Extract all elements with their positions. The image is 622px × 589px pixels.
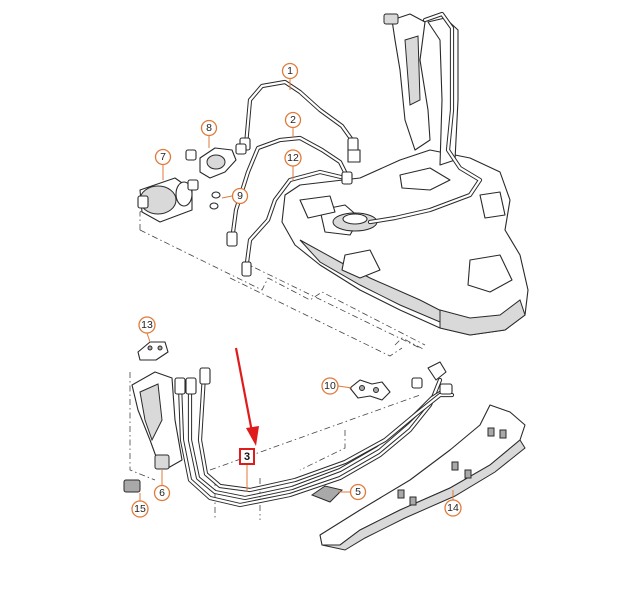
svg-text:5: 5 [355, 486, 361, 498]
assembly-reference-lines [129, 195, 426, 520]
callout-1: 1 [281, 62, 299, 90]
svg-text:9: 9 [237, 190, 243, 202]
svg-text:1: 1 [287, 65, 293, 77]
pad [310, 485, 343, 503]
callout-8: 8 [200, 119, 218, 148]
fuel-filter [137, 177, 199, 223]
callout-9: 9 [221, 187, 249, 205]
svg-text:6: 6 [159, 487, 165, 499]
fuel-tank [281, 149, 529, 336]
svg-text:7: 7 [160, 151, 166, 163]
callout-6: 6 [153, 470, 171, 502]
line-holder [349, 379, 391, 401]
lower-fuel-lines [174, 361, 455, 508]
callout-10: 10 [321, 377, 353, 395]
callout-12: 12 [284, 149, 302, 180]
callout-3-highlighted: 3 [239, 448, 255, 492]
svg-text:15: 15 [134, 503, 146, 515]
callout-14: 14 [444, 490, 462, 517]
red-pointer-arrow [234, 347, 259, 446]
underbody-shield [319, 404, 526, 551]
svg-text:2: 2 [290, 114, 296, 126]
callout-2: 2 [284, 111, 302, 138]
callout-5: 5 [338, 483, 367, 501]
filler-neck [367, 11, 483, 225]
svg-text:8: 8 [206, 122, 212, 134]
small-clip [123, 479, 141, 493]
svg-text:10: 10 [324, 380, 336, 392]
svg-text:14: 14 [447, 502, 459, 514]
cover-cap [137, 341, 169, 361]
svg-text:12: 12 [287, 152, 299, 164]
svg-text:13: 13 [141, 319, 153, 331]
svg-text:3: 3 [244, 451, 250, 463]
filter-mounting-bracket [185, 143, 247, 179]
upper-fuel-hoses [226, 79, 361, 277]
hose-clip [209, 191, 221, 210]
callout-15: 15 [131, 493, 149, 518]
protective-sleeve [131, 371, 183, 470]
callout-13: 13 [138, 316, 156, 343]
callout-7: 7 [154, 148, 172, 180]
